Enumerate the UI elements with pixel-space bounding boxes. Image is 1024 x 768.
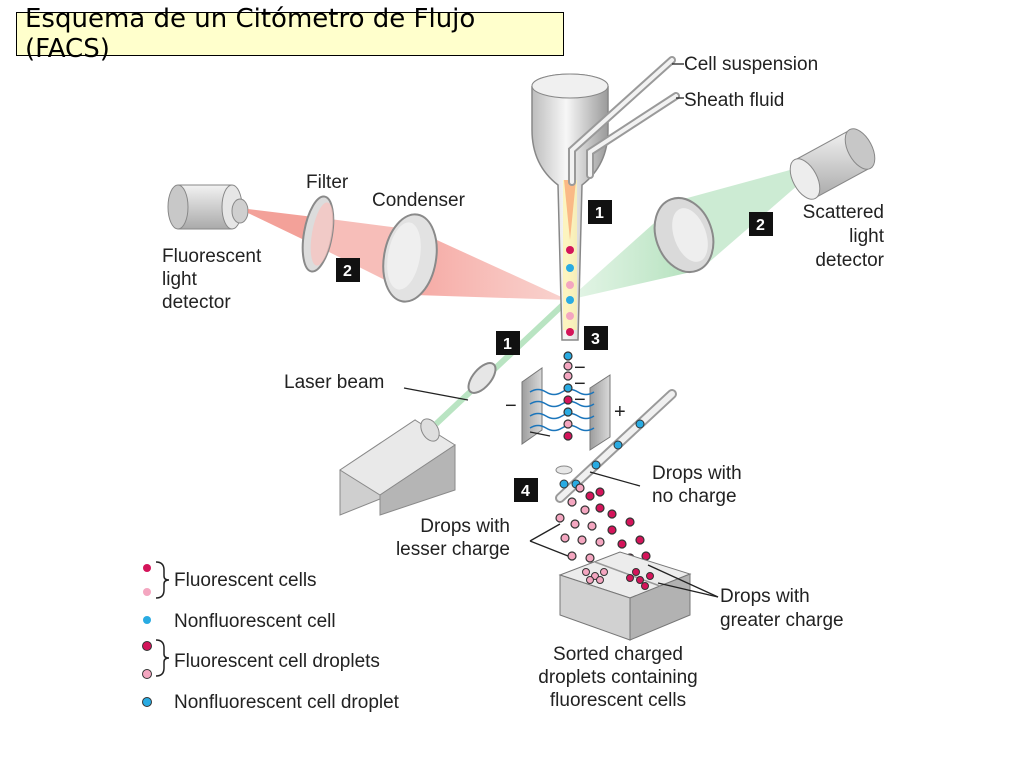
label-condenser: Condenser (372, 190, 466, 211)
droplet-column (563, 351, 573, 441)
stream-charge-sign: − (574, 357, 586, 379)
label-sorted-1: Sorted charged (553, 644, 683, 665)
label-drops-greater-charge-1: Drops with (720, 586, 810, 607)
label-drops-lesser-charge-2: lesser charge (396, 539, 510, 560)
svg-text:4: 4 (521, 483, 530, 500)
fluorescent-droplet-light-icon (142, 669, 152, 679)
label-sheath-fluid: Sheath fluid (684, 90, 784, 111)
legend-label: Fluorescent cell droplets (174, 651, 380, 672)
waste-tube (555, 389, 677, 503)
label-filter: Filter (306, 172, 349, 193)
brace-icon (155, 639, 170, 677)
step-marker-1-laser: 1 (496, 331, 520, 355)
fluorescent-droplet-dark-icon (142, 641, 152, 651)
plus-sign: + (614, 401, 626, 423)
step-marker-4: 4 (514, 478, 538, 502)
label-fluorescent-detector-1: Fluorescent (162, 246, 262, 267)
fluorescent-cell-dark-icon (143, 564, 151, 572)
label-laser-beam: Laser beam (284, 372, 384, 393)
cells-in-stream (566, 246, 574, 336)
deflection-plates: − + − − − (505, 357, 626, 451)
nonfluorescent-droplet-icon (142, 697, 152, 707)
step-marker-2-scattered: 2 (749, 212, 773, 236)
label-drops-no-charge-2: no charge (652, 486, 737, 507)
scattered-light-detector (653, 128, 876, 273)
label-drops-no-charge-1: Drops with (652, 463, 742, 484)
fluorescent-cell-light-icon (143, 588, 151, 596)
legend-fluorescent-cell-droplets: Fluorescent cell droplets (142, 639, 380, 679)
svg-text:2: 2 (343, 263, 352, 280)
stream-charge-sign: − (574, 389, 586, 411)
step-marker-1-nozzle: 1 (588, 200, 612, 224)
label-scattered-detector-3: detector (815, 250, 884, 271)
slide-title: Esquema de un Citómetro de Flujo (FACS) (25, 4, 476, 64)
laser (339, 418, 456, 516)
legend-label: Nonfluorescent cell (174, 611, 336, 632)
label-drops-greater-charge-2: greater charge (720, 610, 844, 631)
svg-text:1: 1 (595, 205, 604, 222)
condenser-lens (382, 213, 438, 303)
label-sorted-3: fluorescent cells (550, 690, 686, 711)
svg-text:1: 1 (503, 336, 512, 353)
slide-title-box: Esquema de un Citómetro de Flujo (FACS) (16, 4, 564, 64)
svg-text:3: 3 (591, 331, 600, 348)
legend: Fluorescent cells Nonfluorescent cell Fl… (142, 561, 400, 713)
step-marker-2-fluorescent: 2 (336, 258, 360, 282)
label-cell-suspension: Cell suspension (684, 54, 818, 75)
leader-lines (403, 63, 719, 598)
deflected-droplets (555, 483, 651, 563)
legend-nonfluorescent-cell: Nonfluorescent cell (143, 611, 336, 632)
step-marker-3: 3 (584, 326, 608, 350)
filter (301, 195, 335, 273)
label-fluorescent-detector-2: light (162, 269, 198, 290)
minus-sign: − (505, 395, 517, 417)
legend-fluorescent-cells: Fluorescent cells (143, 561, 317, 599)
laser-beam (433, 297, 571, 427)
legend-label: Nonfluorescent cell droplet (174, 692, 400, 713)
label-scattered-detector-1: Scattered (803, 202, 884, 223)
brace-icon (155, 561, 170, 599)
fluorescent-light-detector (167, 184, 249, 230)
stream-charge-sign: − (574, 373, 586, 395)
label-scattered-detector-2: light (849, 226, 885, 247)
label-fluorescent-detector-3: detector (162, 292, 231, 313)
legend-nonfluorescent-cell-droplet: Nonfluorescent cell droplet (142, 692, 400, 713)
nonfluorescent-cell-icon (143, 616, 151, 624)
collection-tray (558, 551, 692, 641)
label-drops-lesser-charge-1: Drops with (420, 516, 510, 537)
inlet-tubes (568, 56, 680, 186)
legend-label: Fluorescent cells (174, 570, 317, 591)
label-sorted-2: droplets containing (538, 667, 698, 688)
svg-text:2: 2 (756, 217, 765, 234)
